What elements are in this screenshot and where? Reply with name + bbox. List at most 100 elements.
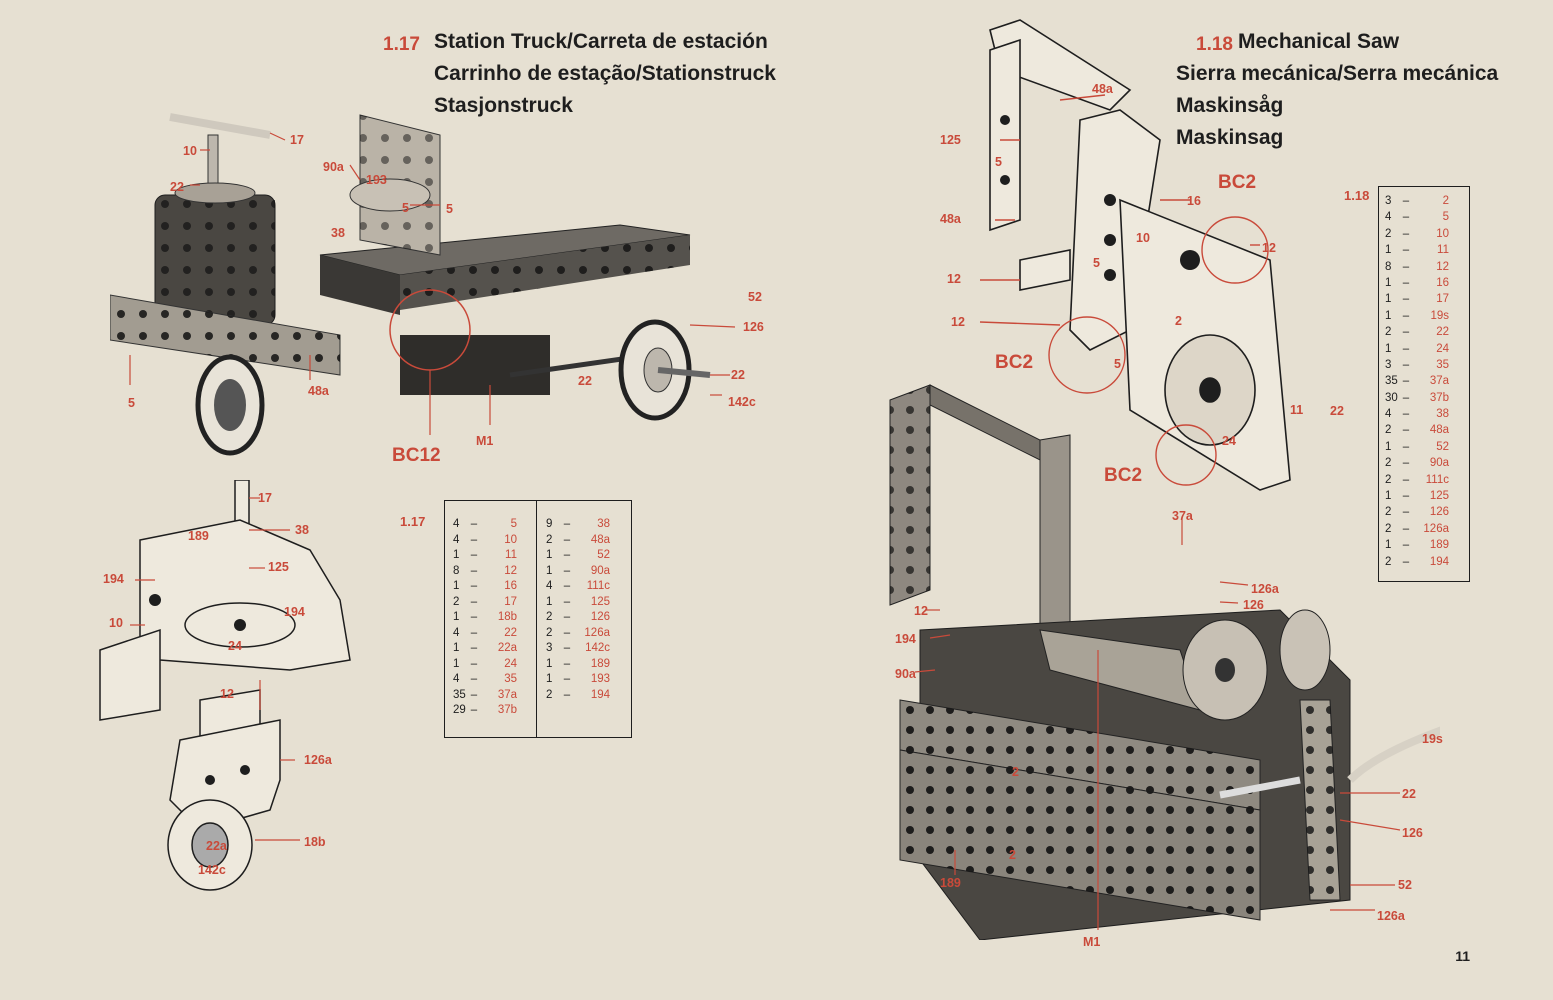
part-quantity: 30 <box>1385 391 1398 404</box>
part-quantity: 35 <box>453 688 466 701</box>
part-dash: – <box>563 580 571 592</box>
parts-row: 1–125 <box>1385 488 1449 504</box>
detail-callout-12: 12 <box>220 687 234 701</box>
saw-callout-10: 10 <box>1136 231 1150 245</box>
parts-row: 2–111c <box>1385 472 1449 488</box>
parts-row: 1–17 <box>1385 291 1449 307</box>
part-number: 10 <box>1436 227 1449 240</box>
callout-m1: M1 <box>476 434 494 448</box>
part-number: 126a <box>1423 522 1449 535</box>
part-quantity: 35 <box>1385 375 1398 388</box>
photo-callout-194: 194 <box>895 632 916 646</box>
model-number-1-18: 1.18 <box>1196 34 1233 55</box>
part-number: 18b <box>497 611 517 623</box>
part-number: 24 <box>1436 342 1449 355</box>
part-quantity: 1 <box>453 657 460 670</box>
callout-38: 38 <box>331 226 345 240</box>
parts-row: 9–38 <box>546 517 610 533</box>
detail-callout-18b: 18b <box>304 835 326 849</box>
part-dash: – <box>1402 506 1410 519</box>
part-number: 10 <box>504 533 517 546</box>
part-quantity: 4 <box>453 518 460 530</box>
parts-row: 1–189 <box>1385 537 1449 553</box>
part-quantity: 2 <box>546 688 553 701</box>
photo-callout-126: 126 <box>1243 598 1264 612</box>
part-dash: – <box>470 673 478 685</box>
part-dash: – <box>470 595 478 608</box>
saw-callout-12a: 12 <box>1262 241 1276 255</box>
part-number: 52 <box>597 549 610 561</box>
callout-5a: 5 <box>402 201 409 215</box>
part-quantity: 2 <box>1385 227 1392 240</box>
part-number: 11 <box>1437 244 1449 257</box>
saw-callout-125: 125 <box>940 133 961 147</box>
part-dash: – <box>1402 260 1410 273</box>
title-1-18-line-3: Maskinsåg <box>1176 94 1284 117</box>
saw-bc2-left: BC2 <box>995 352 1034 373</box>
detail-callout-10: 10 <box>109 616 123 630</box>
saw-callout-12c: 12 <box>951 315 965 329</box>
part-quantity: 1 <box>546 595 553 608</box>
mechanical-saw-drawing <box>979 19 1291 491</box>
part-number: 19s <box>1430 309 1449 322</box>
saw-callout-24: 24 <box>1222 434 1236 448</box>
parts-row: 4–35 <box>453 672 517 688</box>
part-dash: – <box>1402 555 1410 568</box>
part-dash: – <box>470 626 478 639</box>
photo-callout-52: 52 <box>1398 878 1412 892</box>
part-number: 22 <box>504 626 517 639</box>
saw-callout-5a: 5 <box>995 155 1002 169</box>
callout-142c: 142c <box>728 395 756 409</box>
part-quantity: 1 <box>1385 342 1392 355</box>
part-number: 90a <box>590 564 610 577</box>
parts-row: 4–22 <box>453 626 517 642</box>
part-dash: – <box>563 518 571 530</box>
parts-row: 35– 37a <box>453 688 517 704</box>
part-dash: – <box>1402 227 1410 240</box>
part-dash: – <box>1402 391 1410 404</box>
callout-48a: 48a <box>308 384 329 398</box>
callout-22b: 22 <box>731 368 745 382</box>
parts-row: 1–52 <box>1385 439 1449 455</box>
detail-callout-38: 38 <box>295 523 309 537</box>
part-quantity: 8 <box>453 564 460 577</box>
part-quantity: 1 <box>1385 244 1392 257</box>
part-dash: – <box>1402 358 1410 371</box>
detail-callout-126a: 126a <box>304 753 332 767</box>
parts-row: 2–194 <box>1385 554 1449 570</box>
part-quantity: 1 <box>546 673 553 685</box>
page-number: 11 <box>1455 948 1470 964</box>
photo-callout-22: 22 <box>1402 787 1416 801</box>
part-quantity: 2 <box>1385 506 1392 519</box>
part-quantity: 1 <box>1385 440 1392 453</box>
saw-callout-5b: 5 <box>1093 256 1100 270</box>
part-number: 126 <box>590 611 610 623</box>
part-dash: – <box>1402 211 1410 224</box>
part-number: 38 <box>597 518 610 530</box>
part-number: 125 <box>1429 490 1449 503</box>
part-quantity: 1 <box>453 611 460 623</box>
part-number: 24 <box>504 657 517 670</box>
parts-row: 2– 10 <box>1385 226 1449 242</box>
part-quantity: 1 <box>546 657 553 670</box>
part-dash: – <box>1402 424 1410 437</box>
part-number: 12 <box>1436 260 1449 273</box>
part-quantity: 2 <box>1385 473 1392 486</box>
part-number: 2 <box>1442 195 1449 207</box>
part-number: 37a <box>497 688 517 701</box>
part-number: 37b <box>497 704 517 716</box>
part-quantity: 1 <box>546 549 553 561</box>
part-dash: – <box>470 688 478 701</box>
part-dash: – <box>1402 408 1410 421</box>
part-quantity: 29 <box>453 704 466 716</box>
part-dash: – <box>1402 195 1410 207</box>
callout-17: 17 <box>290 133 304 147</box>
part-number: 189 <box>1429 539 1449 552</box>
part-dash: – <box>470 704 478 716</box>
parts-row: 1–24 <box>1385 341 1449 357</box>
part-dash: – <box>1402 309 1410 322</box>
parts-row: 8–12 <box>453 564 517 580</box>
